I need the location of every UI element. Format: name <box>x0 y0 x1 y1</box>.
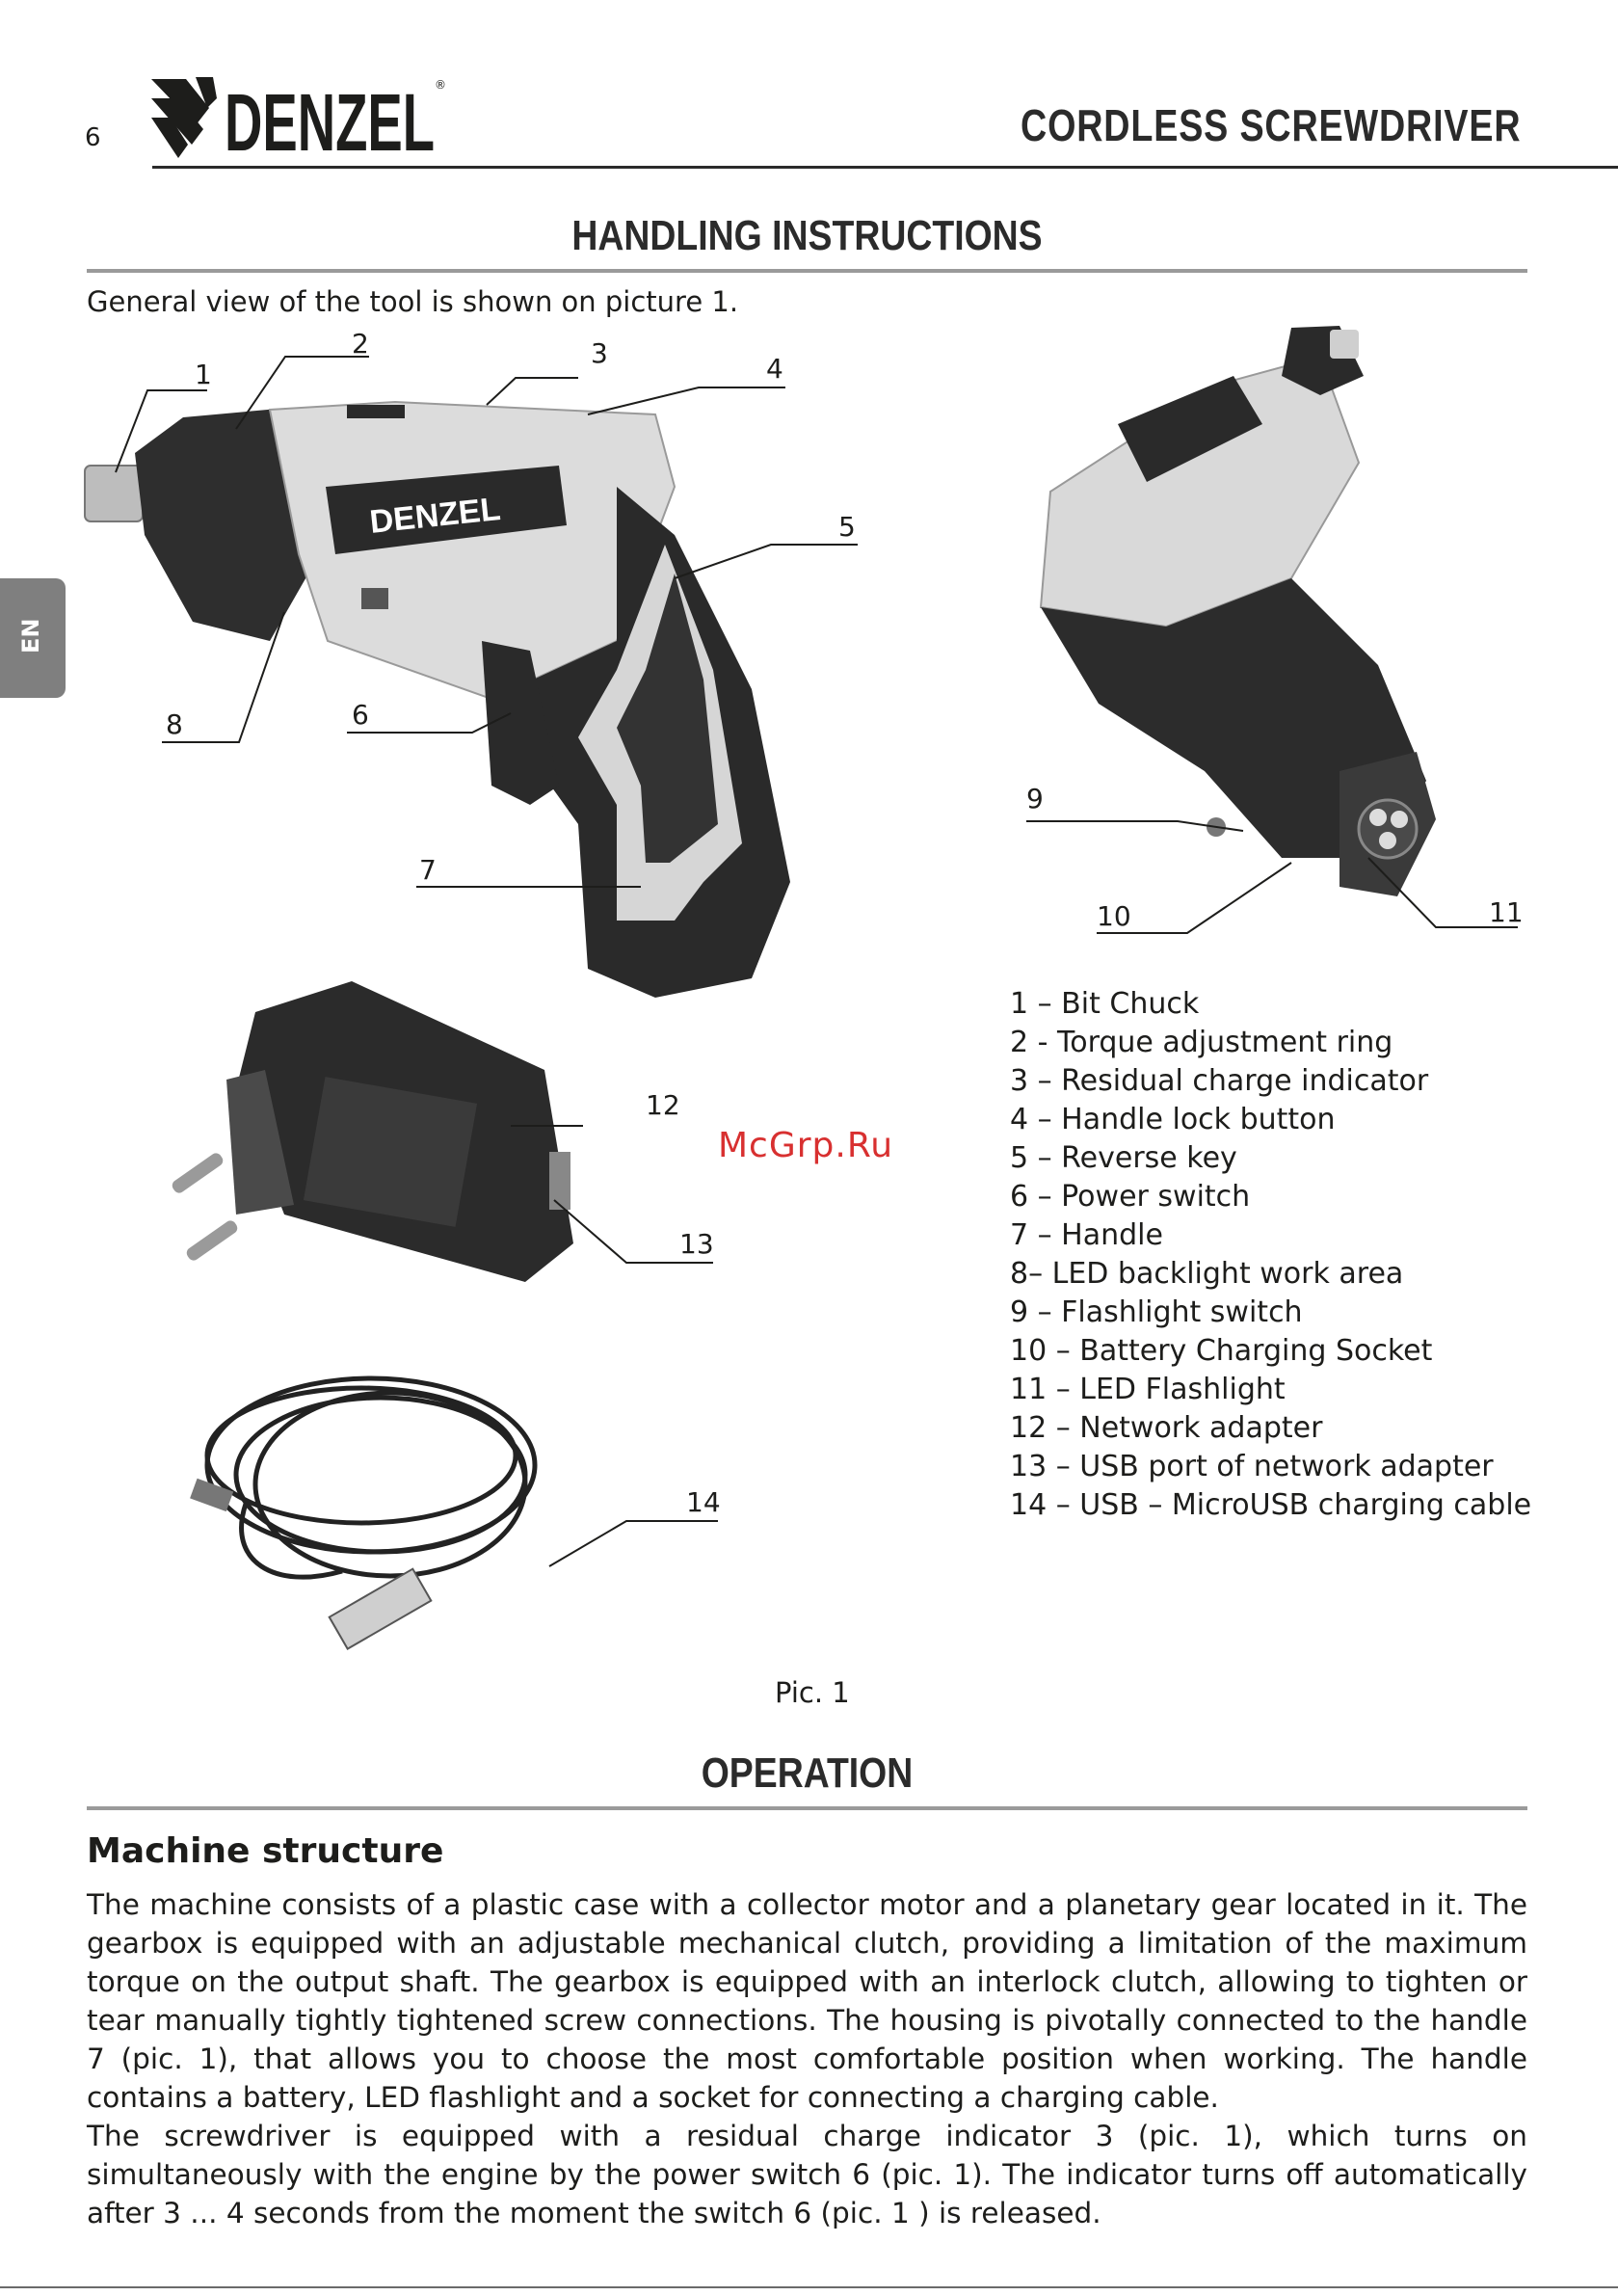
watermark: McGrp.Ru <box>718 1126 894 1165</box>
paragraph: The screwdriver is equipped with a resid… <box>87 2120 1527 2229</box>
section-divider <box>87 269 1527 273</box>
callout-14: 14 <box>686 1486 721 1518</box>
parts-list-item: 14 – USB – MicroUSB charging cable <box>1010 1488 1532 1522</box>
parts-list-item: 4 – Handle lock button <box>1010 1103 1336 1136</box>
parts-list-item: 8– LED backlight work area <box>1010 1257 1404 1291</box>
section-title-handling: HANDLING INSTRUCTIONS <box>571 212 1043 259</box>
parts-list-item: 9 – Flashlight switch <box>1010 1295 1303 1329</box>
callout-5: 5 <box>838 511 856 543</box>
callout-12: 12 <box>646 1089 680 1121</box>
parts-list-item: 3 – Residual charge indicator <box>1010 1064 1429 1098</box>
callout-6: 6 <box>352 699 369 731</box>
svg-text:®: ® <box>435 78 446 92</box>
paragraph: The machine consists of a plastic case w… <box>87 1888 1527 2114</box>
parts-list-item: 11 – LED Flashlight <box>1010 1373 1286 1406</box>
parts-list-item: 13 – USB port of network adapter <box>1010 1450 1494 1483</box>
footer-divider <box>0 2286 1618 2288</box>
parts-list-item: 10 – Battery Charging Socket <box>1010 1334 1433 1368</box>
intro-text: General view of the tool is shown on pic… <box>87 285 739 318</box>
parts-list-item: 2 - Torque adjustment ring <box>1010 1026 1393 1059</box>
callout-9: 9 <box>1026 783 1044 814</box>
callout-3: 3 <box>591 337 608 369</box>
screwdriver-side-view: DENZEL <box>84 400 790 998</box>
subsection-title: Machine structure <box>87 1831 444 1871</box>
network-adapter-image <box>172 981 573 1282</box>
callout-2: 2 <box>352 328 369 360</box>
callout-8: 8 <box>166 708 183 740</box>
body-text: The machine consists of a plastic case w… <box>87 1885 1527 2232</box>
screwdriver-rear-view <box>1039 326 1436 896</box>
parts-list-item: 12 – Network adapter <box>1010 1411 1323 1445</box>
callout-1: 1 <box>195 359 212 390</box>
parts-list-item: 7 – Handle <box>1010 1218 1163 1252</box>
language-tab[interactable]: EN <box>0 578 66 698</box>
brand-wordmark: DENZEL <box>225 77 435 168</box>
parts-list-item: 5 – Reverse key <box>1010 1141 1237 1175</box>
parts-list-item: 6 – Power switch <box>1010 1180 1251 1214</box>
picture-caption: Pic. 1 <box>775 1676 850 1709</box>
section-title-operation: OPERATION <box>701 1749 914 1797</box>
page-number: 6 <box>85 123 101 152</box>
parts-list-item: 1 – Bit Chuck <box>1010 987 1200 1021</box>
denzel-logo: DENZEL ® <box>151 77 446 168</box>
callout-7: 7 <box>419 854 437 886</box>
callout-4: 4 <box>766 353 783 385</box>
parts-list: 1 – Bit Chuck 2 - Torque adjustment ring… <box>1010 985 1531 1525</box>
usb-cable-image <box>190 1375 538 1650</box>
callout-10: 10 <box>1097 900 1131 932</box>
header-divider <box>152 166 1618 169</box>
callout-13: 13 <box>679 1228 714 1260</box>
denzel-mark-icon <box>151 77 217 158</box>
section-divider <box>87 1806 1527 1810</box>
callout-11: 11 <box>1489 896 1524 928</box>
document-title: CORDLESS SCREWDRIVER <box>1020 100 1521 150</box>
